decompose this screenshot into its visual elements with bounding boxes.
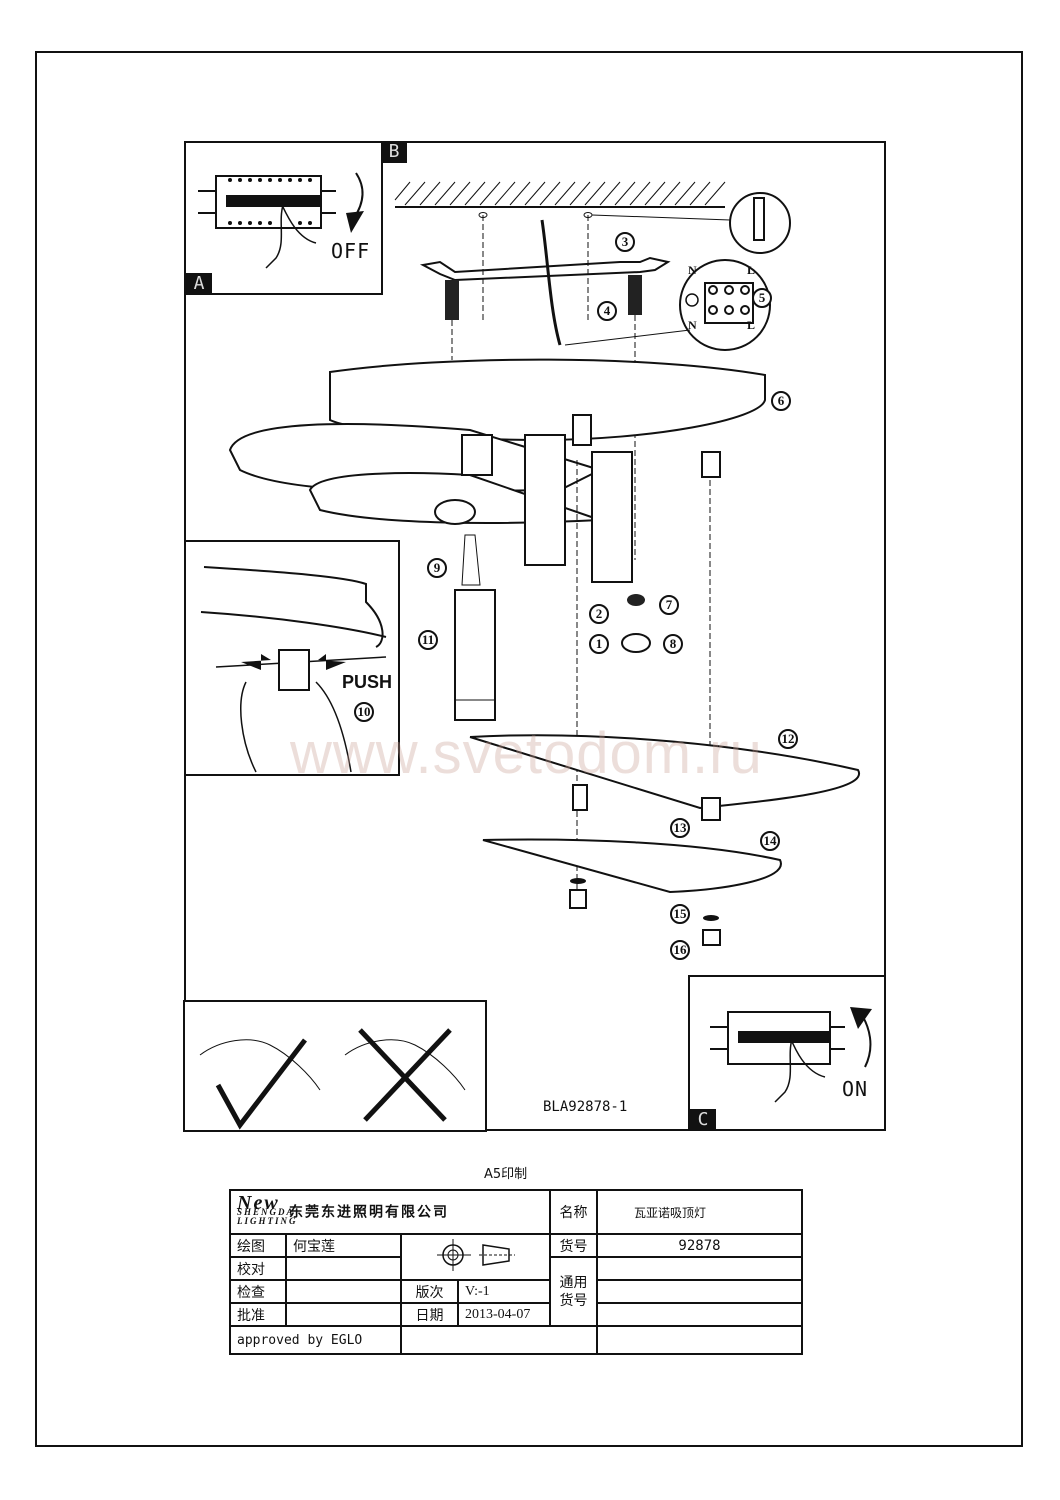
step-letter-b: B bbox=[381, 141, 407, 163]
name-label: 名称 bbox=[549, 1189, 598, 1235]
spot-tube-2-icon bbox=[591, 451, 633, 583]
live-label-bottom: L bbox=[747, 318, 756, 332]
step-letter-a: A bbox=[186, 273, 212, 295]
approved-by: approved by EGLO bbox=[229, 1325, 402, 1355]
step-10-marker: 10 bbox=[354, 702, 374, 722]
common-item-value-1 bbox=[596, 1256, 803, 1281]
step-16-marker: 16 bbox=[670, 940, 690, 960]
neutral-label-top: N bbox=[688, 263, 697, 277]
inspected-value bbox=[285, 1279, 402, 1304]
checked-value bbox=[285, 1256, 402, 1281]
date-value: 2013-04-07 bbox=[457, 1302, 551, 1327]
step-4-marker: 4 bbox=[597, 301, 617, 321]
on-label: ON bbox=[842, 1077, 869, 1101]
power-cable-icon bbox=[540, 219, 562, 346]
nut-icon bbox=[627, 594, 645, 606]
hand-wrong-icon bbox=[344, 1039, 466, 1091]
approved-value bbox=[285, 1302, 402, 1327]
projection-symbol-cell bbox=[400, 1233, 551, 1281]
lamp-holder-icon bbox=[461, 434, 493, 476]
document-code: BLA92878-1 bbox=[543, 1099, 628, 1115]
mounting-bracket-icon bbox=[419, 256, 671, 282]
breaker-off-illustration bbox=[198, 172, 364, 269]
end-cap-icon bbox=[569, 889, 587, 909]
spot-tube-3-icon bbox=[454, 589, 496, 721]
step-14-marker: 14 bbox=[760, 831, 780, 851]
step-2-marker: 2 bbox=[589, 604, 609, 624]
glass-plate-upper-icon bbox=[469, 734, 861, 810]
item-no-value: 92878 bbox=[596, 1233, 803, 1258]
approved-label: 批准 bbox=[229, 1302, 287, 1327]
drawn-label: 绘图 bbox=[229, 1233, 287, 1258]
cross-icon bbox=[358, 1028, 447, 1122]
name-value: 瓦亚诺吸顶灯 bbox=[596, 1189, 803, 1235]
version-label: 版次 bbox=[400, 1279, 459, 1304]
inset-switch-off: A OFF bbox=[184, 141, 383, 295]
push-holder-illustration bbox=[200, 566, 387, 773]
common-item-value-2 bbox=[596, 1279, 803, 1304]
step-5-marker: 5 bbox=[752, 288, 772, 308]
bolt-right-icon bbox=[628, 275, 642, 315]
step-3-marker: 3 bbox=[615, 232, 635, 252]
blank-cell-2 bbox=[596, 1325, 803, 1355]
ceiling-icon bbox=[394, 181, 726, 208]
g9-bulb-icon bbox=[461, 534, 481, 586]
end-cap-2-icon bbox=[702, 929, 721, 946]
bulb-handling-inset bbox=[183, 1000, 487, 1132]
inspected-label: 检查 bbox=[229, 1279, 287, 1304]
step-8-marker: 8 bbox=[663, 634, 683, 654]
step-12-marker: 12 bbox=[778, 729, 798, 749]
drawn-value: 何宝莲 bbox=[285, 1233, 402, 1258]
blank-cell-1 bbox=[400, 1325, 598, 1355]
step-6-marker: 6 bbox=[771, 391, 791, 411]
bolt-left-icon bbox=[445, 280, 459, 320]
ring-icon bbox=[621, 633, 651, 653]
step-15-marker: 15 bbox=[670, 904, 690, 924]
company-name: 东莞东进照明有限公司 bbox=[289, 1204, 449, 1220]
first-angle-projection-icon bbox=[436, 1239, 515, 1271]
common-item-value-3 bbox=[596, 1302, 803, 1327]
live-label-top: L bbox=[747, 263, 756, 277]
off-label: OFF bbox=[331, 239, 371, 263]
glass-plate-lower-icon bbox=[482, 838, 782, 894]
step-letter-c: C bbox=[690, 1109, 716, 1131]
checkmark-icon bbox=[215, 1038, 307, 1130]
print-note: A5印制 bbox=[484, 1167, 528, 1182]
version-value: V:-1 bbox=[457, 1279, 551, 1304]
hand-correct-icon bbox=[199, 1039, 321, 1091]
push-label: PUSH bbox=[342, 672, 393, 692]
step-13-marker: 13 bbox=[670, 818, 690, 838]
common-item-label: 通用货号 bbox=[549, 1256, 598, 1327]
step-1-marker: 1 bbox=[589, 634, 609, 654]
checked-label: 校对 bbox=[229, 1256, 287, 1281]
ground-symbol-icon bbox=[685, 293, 699, 307]
watermark: www.svetodom.ru bbox=[290, 721, 763, 786]
neutral-label-bottom: N bbox=[688, 318, 697, 332]
step-11-marker: 11 bbox=[418, 630, 438, 650]
page-border bbox=[35, 51, 1023, 1447]
inset-push-holder: PUSH 10 bbox=[184, 540, 400, 776]
step-7-marker: 7 bbox=[659, 595, 679, 615]
date-label: 日期 bbox=[400, 1302, 459, 1327]
item-no-label: 货号 bbox=[549, 1233, 598, 1258]
inset-switch-on: ON C bbox=[688, 975, 886, 1131]
breaker-on-illustration bbox=[710, 1007, 872, 1103]
step-9-marker: 9 bbox=[427, 558, 447, 578]
spot-tube-1-icon bbox=[524, 434, 566, 566]
